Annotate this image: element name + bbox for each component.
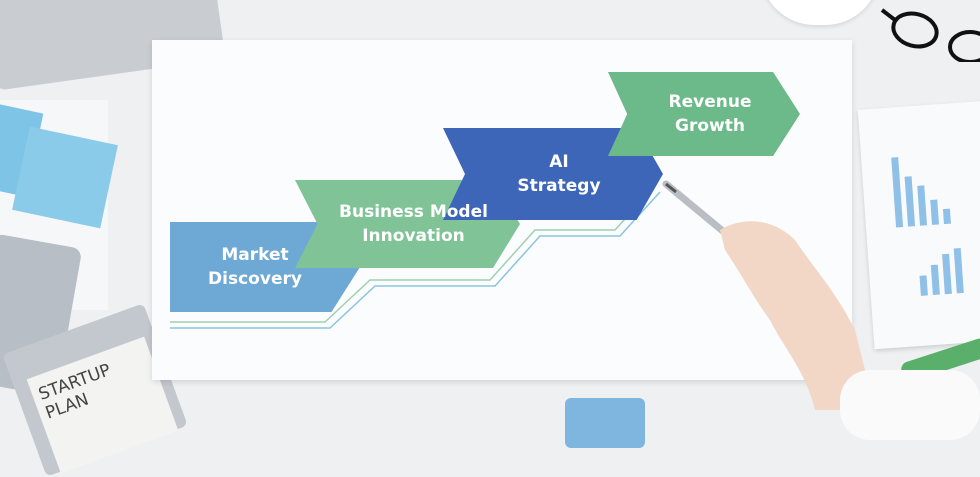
step-label-box: Market Discovery [170, 222, 360, 312]
step-label-box: Revenue Growth [608, 72, 800, 156]
step-label-box: AI Strategy [443, 128, 663, 220]
step-revenue-growth [608, 72, 800, 156]
eyeglasses [880, 8, 980, 62]
step-label: Revenue Growth [668, 92, 752, 136]
step-label-box: Business Model Innovation [295, 180, 520, 268]
step-label: Market Discovery [208, 245, 302, 289]
shirt-sleeve [840, 370, 980, 440]
step-label: AI Strategy [517, 152, 601, 196]
step-label: Business Model Innovation [339, 202, 488, 246]
staircase-lines [170, 185, 661, 329]
hand [720, 221, 875, 410]
